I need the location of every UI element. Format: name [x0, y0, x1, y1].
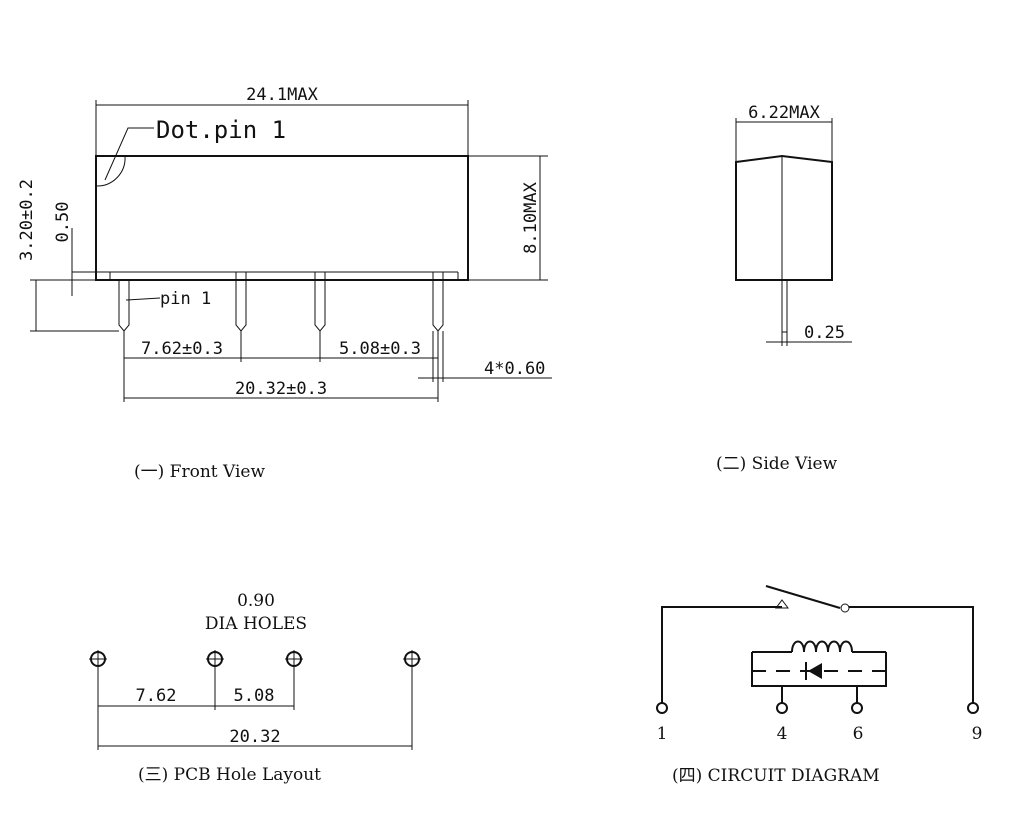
pcb-holes	[89, 650, 421, 668]
front-height-dim: 8.10MAX	[521, 181, 541, 253]
side-pin-dim: 0.25	[804, 323, 845, 343]
relay-body-front	[95, 155, 469, 281]
pitch-total-dim: 20.32±0.3	[235, 379, 327, 399]
switch-contact	[775, 599, 789, 609]
relay-body-side	[735, 154, 833, 281]
dot-pin-label: Dot.pin 1	[156, 116, 286, 144]
pitch-b-dim: 5.08±0.3	[339, 339, 421, 359]
pin-width-dim: 4*0.60	[484, 359, 545, 379]
circuit-pin-9: 9	[972, 724, 983, 744]
circuit-pin-1: 1	[657, 724, 668, 744]
front-view-caption: (一) Front View	[134, 462, 265, 482]
hole-size-label: 0.90	[237, 591, 275, 611]
circuit-pin-4: 4	[777, 724, 788, 744]
front-view: 24.1MAX Dot.pin 1 8.10MAX 3.20±0.2 0.50 …	[17, 85, 552, 482]
pcb-hole	[89, 650, 107, 668]
pcb-pitch-b: 5.08	[234, 686, 275, 706]
coil	[791, 640, 853, 653]
circuit-pin-6: 6	[853, 724, 864, 744]
diode	[808, 663, 822, 679]
front-width-dim: 24.1MAX	[246, 85, 318, 105]
pin1-label: pin 1	[160, 289, 211, 309]
pcb-pitch-a: 7.62	[136, 686, 177, 706]
pcb-hole	[206, 650, 224, 668]
left-dim-a: 3.20±0.2	[17, 179, 37, 261]
pcb-layout-caption: (三) PCB Hole Layout	[138, 765, 321, 785]
left-dim-b: 0.50	[53, 202, 73, 243]
switch-pivot	[840, 603, 850, 613]
pcb-hole	[403, 650, 421, 668]
pcb-pitch-total: 20.32	[229, 727, 280, 747]
pcb-layout: 0.90 DIA HOLES 7.62 5.08 20.32 (三) PCB H…	[89, 591, 421, 785]
side-width-dim: 6.22MAX	[748, 103, 820, 123]
circuit-caption: (四) CIRCUIT DIAGRAM	[672, 766, 880, 786]
pitch-a-dim: 7.62±0.3	[141, 339, 223, 359]
side-view-caption: (二) Side View	[716, 454, 838, 474]
circuit-diagram: 1 4 6 9 (四) CIRCUIT DIAGRAM	[656, 585, 983, 786]
pcb-hole	[285, 650, 303, 668]
side-view: 6.22MAX 0.25 (二) Side View	[716, 103, 852, 474]
side-pin	[781, 279, 788, 333]
hole-dia-label: DIA HOLES	[205, 614, 307, 634]
pin1-dot-marker	[95, 155, 126, 187]
